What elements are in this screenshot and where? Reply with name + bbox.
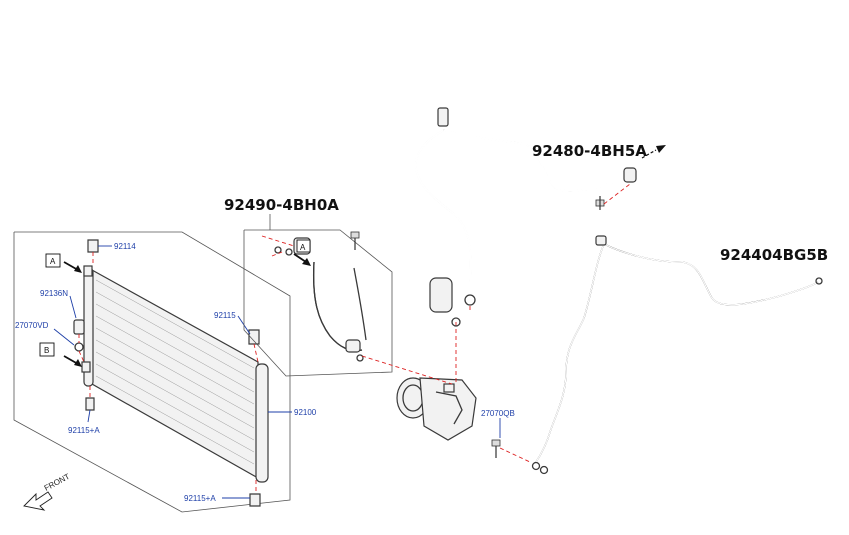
connector-a xyxy=(83,265,93,277)
direction-arrow-icon xyxy=(641,145,666,159)
callout-b-label: B xyxy=(44,346,49,355)
pipe-924404-oring-lower-2 xyxy=(539,465,549,475)
hose-92480-bolt-icon xyxy=(595,196,605,210)
condenser-tank-right xyxy=(255,363,269,483)
hose-92480-fitting-end xyxy=(623,167,637,183)
bracket-right[interactable] xyxy=(248,329,260,345)
front-arrow-icon xyxy=(23,491,53,511)
hose-92490-group: A 92490-4BH0A xyxy=(224,196,393,377)
condenser-frame xyxy=(13,231,291,513)
compressor[interactable] xyxy=(396,377,477,441)
pressure-sensor[interactable] xyxy=(73,319,85,335)
label-hose-92490[interactable]: 92490-4BH0A xyxy=(224,196,339,214)
callout-a-label: A xyxy=(50,257,56,266)
label-bracket-right[interactable]: 92115 xyxy=(214,311,236,320)
hose-92480-upper[interactable] xyxy=(443,129,629,192)
bracket-bottom-left[interactable] xyxy=(85,397,95,411)
callout-a-hose-arrow xyxy=(293,253,311,266)
callout-a-hose-label: A xyxy=(300,243,306,252)
label-sensor[interactable]: 92136N xyxy=(40,289,68,298)
callout-a-hose-box xyxy=(296,239,311,253)
pipe-924404-fitting-top xyxy=(595,235,607,246)
hose-92490-oring-1 xyxy=(274,246,282,254)
pipe-924404-oring-end xyxy=(815,277,823,285)
front-label: FRONT xyxy=(43,472,72,493)
bracket-bottom[interactable] xyxy=(249,493,261,507)
hose-92490-frame xyxy=(243,229,393,377)
hose-92490-oring-3 xyxy=(356,354,364,362)
condenser-group: A B 92114 92136N 27070VD 92115 92100 921… xyxy=(13,231,317,513)
label-bracket-top[interactable]: 92114 xyxy=(114,242,136,251)
callout-b-box xyxy=(39,342,55,357)
callout-b-arrow xyxy=(63,355,82,367)
label-pipe-924404[interactable]: 924404BG5B xyxy=(720,246,828,264)
pipe-924404-group: 27070QB 924404BG5B xyxy=(481,235,828,475)
hose-92480-group: 92480-4BH5A xyxy=(414,107,666,327)
oring-left[interactable] xyxy=(74,342,84,352)
bolt-icon xyxy=(350,231,360,250)
label-bracket-bottom[interactable]: 92115+A xyxy=(184,494,216,503)
condenser-fins xyxy=(95,279,255,465)
condenser-core[interactable] xyxy=(91,268,259,480)
label-oring-right[interactable]: 27070QB xyxy=(481,409,515,418)
hose-92490-bracket-pipe xyxy=(353,267,367,341)
hose-92480-fitting-top xyxy=(437,107,449,127)
bracket-top[interactable] xyxy=(87,239,99,253)
label-condenser[interactable]: 92100 xyxy=(294,408,317,417)
connector-b xyxy=(81,361,91,373)
hose-92480-fitting-bottom xyxy=(429,277,453,313)
label-bracket-bottom-left[interactable]: 92115+A xyxy=(68,426,100,435)
label-oring-left[interactable]: 27070VD xyxy=(15,321,49,330)
pipe-bolt-icon xyxy=(491,439,501,458)
hose-92490-fitting-bottom xyxy=(345,339,361,353)
label-hose-92480[interactable]: 92480-4BH5A xyxy=(532,142,647,160)
callout-a-box xyxy=(45,253,61,268)
pipe-924404-oring-lower-1 xyxy=(531,461,541,471)
compressor-body xyxy=(419,377,477,441)
hose-92490-oring-2 xyxy=(285,248,293,256)
callout-a-arrow xyxy=(63,261,82,273)
